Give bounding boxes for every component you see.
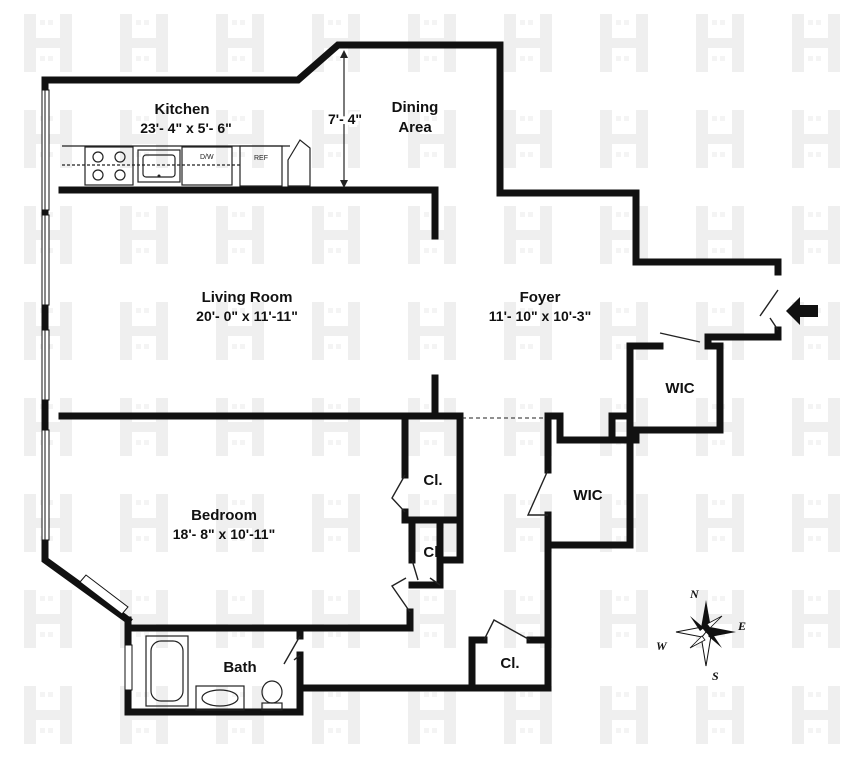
wic-east-door-icon [659,332,701,343]
closet-2-door-icon [411,559,441,586]
dining-label-2: Area [398,119,432,136]
compass-w: W [656,639,668,653]
bedroom-label: Bedroom [191,507,257,524]
wic-center-walls [556,436,634,549]
dining-dimension-line [340,50,348,188]
closet-3-walls [468,636,552,692]
closet-1-door-icon [391,474,406,513]
compass-rose-icon: N E S W [656,587,746,683]
entry-door-icon [759,289,779,331]
closet-2-label: Cl. [423,544,442,561]
toilet-icon [261,680,283,711]
dishwasher-icon: D/W [181,146,233,186]
wic-center-door-icon [526,469,549,516]
living-room-label: Living Room [202,289,293,306]
bedroom-bath-wall [124,608,414,632]
refrigerator-icon: REF [239,145,283,187]
kitchen-label: Kitchen [154,101,209,118]
closet-3-door-icon [483,619,531,641]
kitchen-counter: D/W REF [62,139,311,187]
closet-3-label: Cl. [500,655,519,672]
dining-dims: 7'- 4" [328,111,362,127]
bathtub-icon [145,635,189,707]
living-room-dims: 20'- 0" x 11'-11" [196,308,298,324]
compass-e: E [737,619,746,633]
dishwasher-label: D/W [200,154,214,161]
entry-arrow-icon [786,297,818,325]
bedroom-dims: 18'- 8" x 10'-11" [173,526,275,542]
foyer-dims: 11'- 10" x 10'-3" [489,308,591,324]
dining-label-1: Dining [392,99,439,116]
hallway-walls [544,412,634,549]
kitchen-door-icon [287,139,311,187]
bath-door-icon [283,635,301,665]
bath-fixtures [145,635,283,711]
stove-icon [84,146,134,186]
doors [283,289,779,665]
bath-label: Bath [223,659,256,676]
refrigerator-label: REF [254,155,268,162]
compass-n: N [689,587,700,601]
bedroom-door-icon [390,577,411,613]
kitchen-wall [58,186,439,240]
compass-s: S [712,669,719,683]
living-bedroom-wall [58,374,439,420]
closet-walls [401,412,464,589]
foyer-label: Foyer [520,289,561,306]
kitchen-dims: 23'- 4" x 5'- 6" [140,120,232,136]
vanity-icon [195,685,245,711]
closet-1-label: Cl. [423,472,442,489]
sink-icon [137,149,181,183]
wic-east-label: WIC [665,380,694,397]
windows [41,89,133,691]
wic-center-label: WIC [573,487,602,504]
